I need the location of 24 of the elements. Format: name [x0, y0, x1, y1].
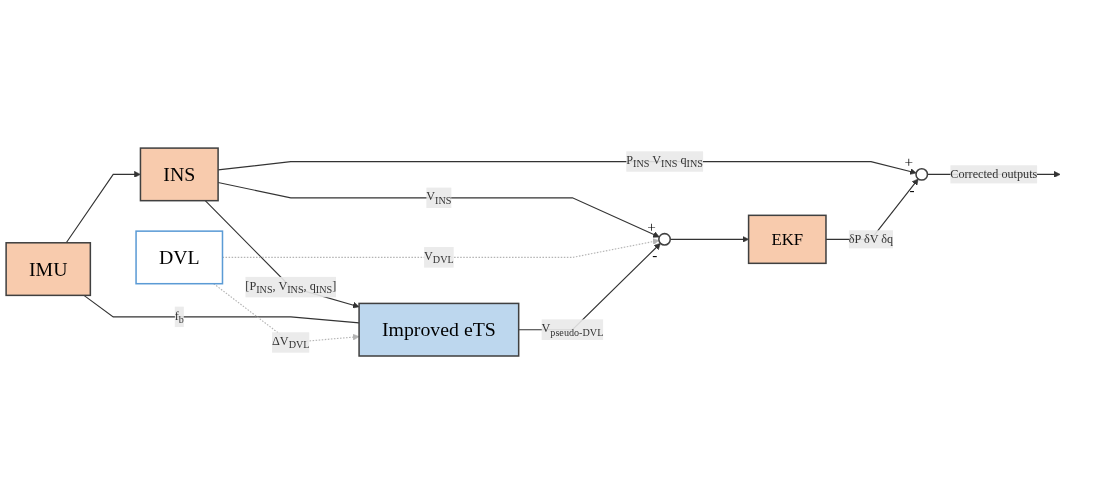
- edge-label: V$_{DVL}$: [424, 249, 454, 266]
- arrow: [65, 171, 141, 244]
- sign-label: +: [904, 153, 913, 171]
- node-box: DVL: [135, 230, 224, 285]
- edge-label: δP δV δq: [848, 232, 894, 246]
- edge-label: f$_{b}$: [174, 308, 184, 325]
- node-box: INS: [139, 147, 219, 202]
- edge-label: [P$_{INS}$, V$_{INS}$, q$_{INS}$]: [245, 279, 337, 296]
- node-circle: [915, 167, 929, 181]
- arrow: [669, 235, 749, 243]
- node-box: Improved eTS: [358, 302, 520, 357]
- sign-label: -: [652, 246, 658, 264]
- connector: [83, 294, 360, 324]
- node-box: EKF: [747, 214, 827, 265]
- arrow: [204, 200, 360, 309]
- sign-label: +: [647, 218, 656, 236]
- sign-label: -: [909, 181, 915, 199]
- node-circle: [658, 232, 672, 246]
- edge-label: V$_{INS}$: [426, 189, 452, 206]
- edge-label: V$_{pseudo-DVL}$: [541, 321, 604, 338]
- edge-label: Corrected outputs: [950, 167, 1038, 181]
- edge-label: ΔV$_{DVL}$: [272, 334, 310, 351]
- edge-label: P$_{INS}$ V$_{INS}$ q$_{INS}$: [626, 153, 703, 170]
- node-box: IMU: [5, 242, 92, 297]
